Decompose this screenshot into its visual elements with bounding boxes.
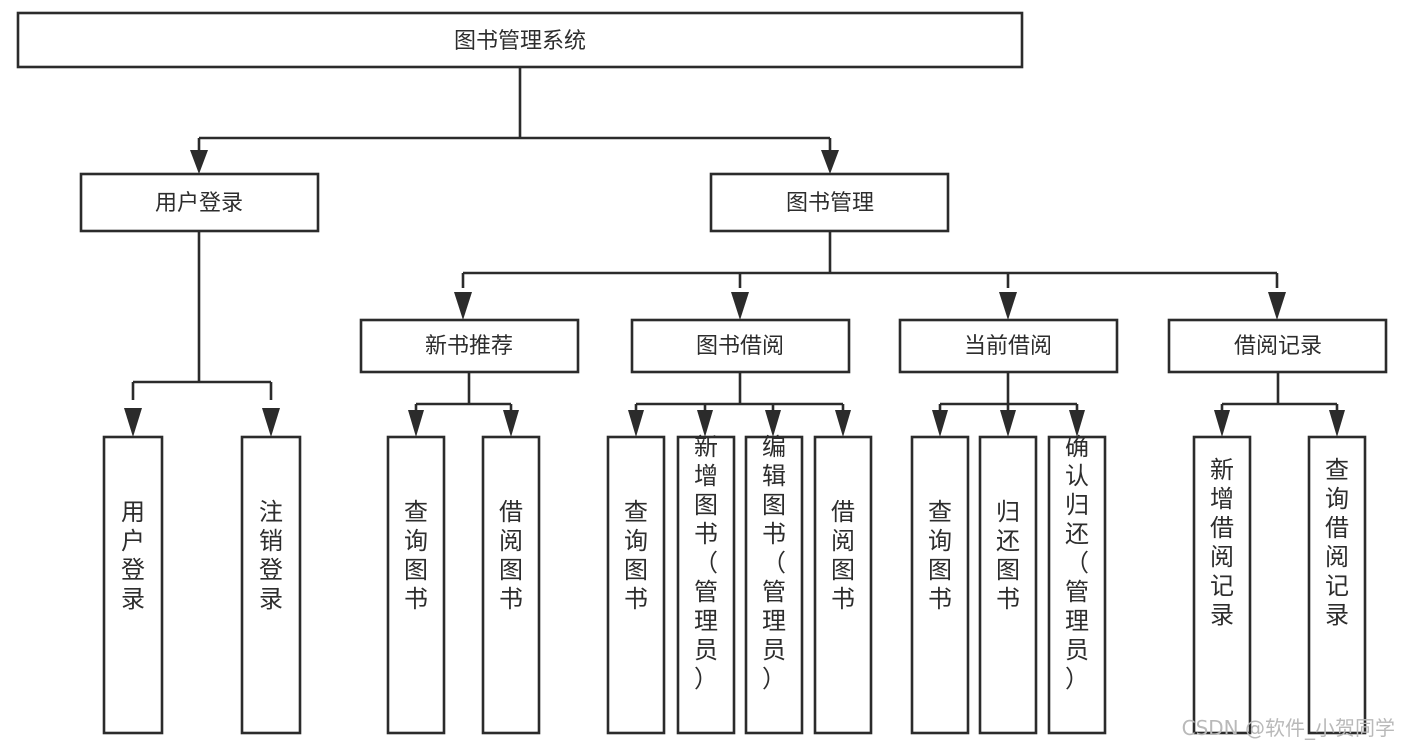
node-leaf-add-record-box[interactable] — [1192, 435, 1252, 735]
node-leaf-confirm-return-label: 确认归还（管理员） — [1065, 433, 1089, 693]
node-leaf-query-book-1[interactable]: 查询图书 — [386, 435, 446, 735]
node-leaf-borrow-book-1-label: 借阅图书 — [499, 498, 523, 613]
node-leaf-borrow-book-1[interactable]: 借阅图书 — [481, 435, 541, 735]
node-book-manage-box[interactable] — [709, 172, 950, 233]
node-borrow-record-label: 借阅记录 — [1234, 334, 1322, 359]
node-borrow-record-box[interactable] — [1167, 318, 1388, 374]
node-book-borrow-label: 图书借阅 — [696, 334, 784, 359]
arrow-head-leaf-return-book — [1000, 410, 1016, 437]
node-leaf-query-book-1-box[interactable] — [386, 435, 446, 735]
node-leaf-return-book-label: 归还图书 — [996, 498, 1020, 613]
node-leaf-query-book-1-label: 查询图书 — [404, 498, 428, 613]
arrow-head-user-login — [190, 150, 208, 174]
node-leaf-confirm-return[interactable]: 确认归还（管理员） — [1047, 433, 1107, 735]
node-leaf-query-record-label: 查询借阅记录 — [1325, 456, 1349, 629]
node-leaf-add-record[interactable]: 新增借阅记录 — [1192, 435, 1252, 735]
node-new-book-recommend-box[interactable] — [359, 318, 580, 374]
watermark-label: CSDN @软件_小贺同学 — [1182, 716, 1395, 740]
node-leaf-add-book-box[interactable] — [676, 435, 736, 735]
node-leaf-query-book-2-label: 查询图书 — [624, 498, 648, 613]
node-leaf-logout-login[interactable]: 注销登录 — [240, 435, 302, 735]
arrow-head-leaf-query-book-1 — [408, 410, 424, 437]
arrow-head-new-book-recommend — [454, 292, 472, 320]
node-leaf-edit-book-box[interactable] — [744, 435, 804, 735]
arrow-head-leaf-query-book-2 — [628, 410, 644, 437]
arrow-head-leaf-query-record — [1329, 410, 1345, 437]
node-leaf-query-book-2-box[interactable] — [606, 435, 666, 735]
arrow-head-leaf-query-book-3 — [932, 410, 948, 437]
node-book-manage-label: 图书管理 — [786, 191, 874, 216]
node-leaf-user-login-label: 用户登录 — [121, 498, 145, 613]
node-leaf-borrow-book-1-box[interactable] — [481, 435, 541, 735]
arrow-head-leaf-user-login — [124, 408, 142, 437]
arrow-head-leaf-borrow-book-2 — [835, 410, 851, 437]
node-root[interactable]: 图书管理系统 — [16, 11, 1024, 69]
node-leaf-edit-book-label: 编辑图书（管理员） — [762, 433, 786, 693]
arrow-head-leaf-logout-login — [262, 408, 280, 437]
node-leaf-borrow-book-2[interactable]: 借阅图书 — [813, 435, 873, 735]
node-new-book-recommend-label: 新书推荐 — [425, 334, 513, 359]
node-leaf-query-book-3-label: 查询图书 — [928, 498, 952, 613]
arrow-head-current-borrow — [999, 292, 1017, 320]
node-book-borrow[interactable]: 图书借阅 — [630, 318, 851, 374]
arrow-head-leaf-edit-book — [765, 410, 781, 437]
arrow-head-leaf-add-book — [697, 410, 713, 437]
node-leaf-logout-login-box[interactable] — [240, 435, 302, 735]
node-leaf-return-book[interactable]: 归还图书 — [978, 435, 1038, 735]
node-leaf-query-book-3-box[interactable] — [910, 435, 970, 735]
node-current-borrow-box[interactable] — [898, 318, 1119, 374]
node-leaf-add-book-label: 新增图书（管理员） — [694, 433, 718, 693]
node-leaf-add-record-label: 新增借阅记录 — [1210, 456, 1234, 629]
node-book-borrow-box[interactable] — [630, 318, 851, 374]
arrow-head-leaf-confirm-return — [1069, 410, 1085, 437]
node-leaf-borrow-book-2-box[interactable] — [813, 435, 873, 735]
node-user-login[interactable]: 用户登录 — [79, 172, 320, 233]
node-leaf-query-book-3[interactable]: 查询图书 — [910, 435, 970, 735]
arrow-head-leaf-add-record — [1214, 410, 1230, 437]
node-user-login-label: 用户登录 — [155, 191, 243, 216]
arrow-head-borrow-record — [1268, 292, 1286, 320]
node-leaf-user-login-box[interactable] — [102, 435, 164, 735]
node-user-login-box[interactable] — [79, 172, 320, 233]
node-new-book-recommend[interactable]: 新书推荐 — [359, 318, 580, 374]
node-leaf-user-login[interactable]: 用户登录 — [102, 435, 164, 735]
node-leaf-add-book[interactable]: 新增图书（管理员） — [676, 433, 736, 735]
node-root-box[interactable] — [16, 11, 1024, 69]
arrow-head-book-manage — [821, 150, 839, 174]
node-current-borrow[interactable]: 当前借阅 — [898, 318, 1119, 374]
node-book-manage[interactable]: 图书管理 — [709, 172, 950, 233]
arrow-head-book-borrow — [731, 292, 749, 320]
node-leaf-confirm-return-box[interactable] — [1047, 435, 1107, 735]
connector-layer — [124, 67, 1345, 437]
node-leaf-query-record-box[interactable] — [1307, 435, 1367, 735]
arrow-head-leaf-borrow-book-1 — [503, 410, 519, 437]
node-leaf-borrow-book-2-label: 借阅图书 — [831, 498, 855, 613]
node-leaf-return-book-box[interactable] — [978, 435, 1038, 735]
node-leaf-query-record[interactable]: 查询借阅记录 — [1307, 435, 1367, 735]
node-leaf-logout-login-label: 注销登录 — [259, 498, 283, 613]
node-leaf-edit-book[interactable]: 编辑图书（管理员） — [744, 433, 804, 735]
node-borrow-record[interactable]: 借阅记录 — [1167, 318, 1388, 374]
node-leaf-query-book-2[interactable]: 查询图书 — [606, 435, 666, 735]
node-root-label: 图书管理系统 — [454, 29, 586, 54]
node-current-borrow-label: 当前借阅 — [964, 334, 1052, 359]
